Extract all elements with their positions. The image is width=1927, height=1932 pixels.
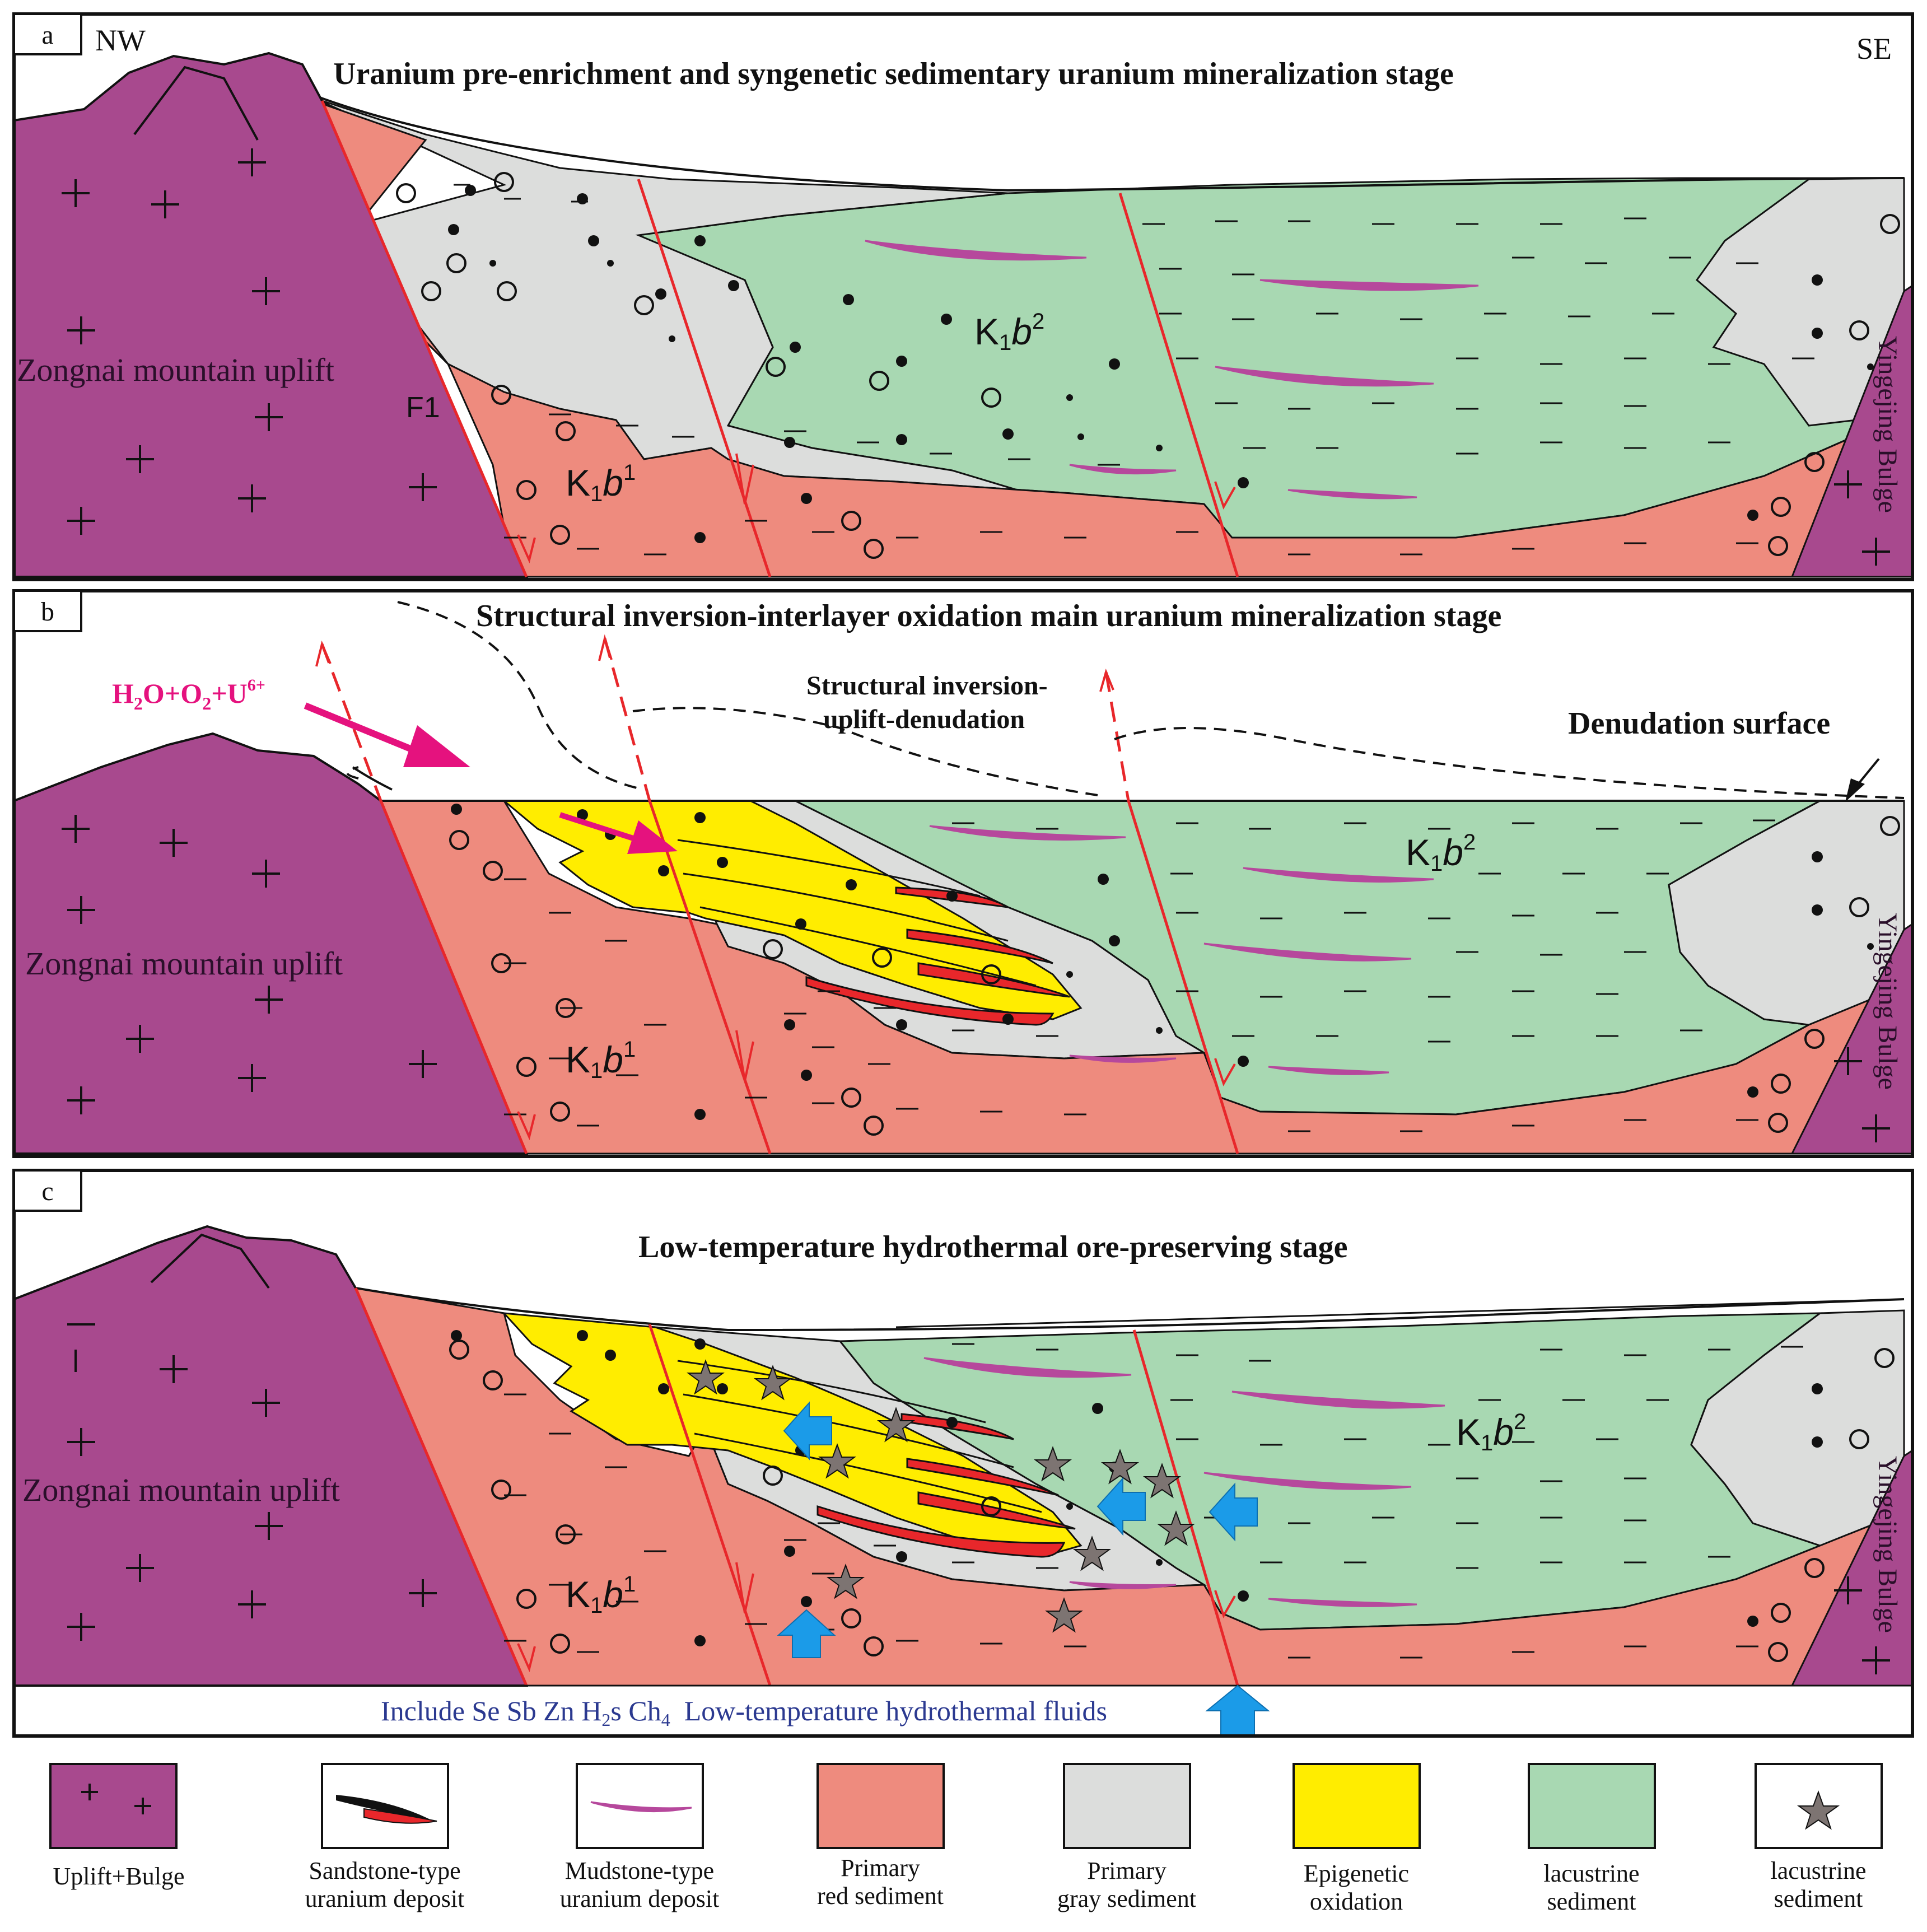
panel-b-fault-arrows <box>315 634 1236 1141</box>
panel-a-dash-texture <box>454 184 1814 556</box>
legend-item-uplift: Uplift+Bulge <box>49 1763 185 1890</box>
panel-a-title: Uranium pre-enrichment and syngenetic se… <box>333 57 1454 91</box>
panel-b-dash-texture <box>504 819 1775 1132</box>
svg-text:sediment: sediment <box>1774 1885 1863 1912</box>
panel-a-uplift-label: Zongnai mountain uplift <box>17 352 334 388</box>
panel-b-fluid-label: H2O+O2+U6+ <box>112 676 265 713</box>
panel-a-nw-label: NW <box>95 24 146 57</box>
panel-c-bulge-label: Yingejing Bulge <box>1873 1456 1902 1633</box>
panel-b-sand-dots <box>451 804 1874 1120</box>
panel-b-upper-unit: K1b2 <box>1406 830 1476 876</box>
panel-b-uplift-label: Zongnai mountain uplift <box>25 945 343 982</box>
panel-c-uplift-crosses <box>67 1323 1890 1674</box>
panel-c-upper-unit: K1b2 <box>1456 1410 1526 1455</box>
panel-b: b Structural inversion-interlayer oxidat… <box>12 589 1914 1158</box>
panel-b-gray-wedge-right <box>1668 800 1905 1026</box>
panel-c-letter: c <box>41 1177 53 1206</box>
svg-text:sediment: sediment <box>1547 1888 1636 1915</box>
legend-item-red-sediment: Primary red sediment <box>816 1763 945 1910</box>
panel-b-uplift-crosses <box>62 815 1890 1142</box>
svg-text:lacustrine: lacustrine <box>1543 1860 1639 1887</box>
panel-a-letter: a <box>41 20 53 50</box>
panel-c: Include Se Sb Zn H2s Ch4 Low-temperature… <box>12 1169 1914 1738</box>
panel-c-hydrothermal-label: Include Se Sb Zn H2s Ch4 Low-temperature… <box>381 1695 1107 1730</box>
panel-a-sand-dots <box>448 185 1874 543</box>
legend-item-mudstone-deposit: Mudstone-type uranium deposit <box>560 1763 720 1912</box>
panel-a-uplift-crosses <box>62 148 1890 566</box>
panel-c-oxidation-strata <box>677 1360 1042 1513</box>
panel-c-dash-texture <box>504 1343 1803 1659</box>
panel-b-inversion-label-2: uplift-denudation <box>823 704 1025 734</box>
svg-text:red sediment: red sediment <box>817 1882 944 1910</box>
panel-b-inversion-faults <box>320 638 1130 801</box>
legend-item-sandstone-deposit: Sandstone-type uranium deposit <box>305 1763 465 1912</box>
svg-text:oxidation: oxidation <box>1310 1888 1403 1915</box>
panel-a-lower-unit: K1b1 <box>566 460 636 506</box>
panel-b-fault-1 <box>379 800 528 1154</box>
svg-text:Epigenetic: Epigenetic <box>1304 1860 1409 1887</box>
panel-b-title: Structural inversion-interlayer oxidatio… <box>476 599 1501 633</box>
panel-b-lower-unit: K1b1 <box>566 1037 636 1083</box>
panel-a-zongnai-uplift <box>13 52 529 578</box>
panel-b-fault-3 <box>1127 800 1239 1154</box>
panel-c-fault-arrows <box>517 1562 1236 1673</box>
panel-a-upper-unit: K1b2 <box>974 309 1044 355</box>
panel-a: a NW SE Uranium pre-enrichment and synge… <box>12 12 1914 581</box>
panel-b-denudation-label: Denudation surface <box>1568 706 1830 741</box>
panel-a-fault-f1 <box>320 100 528 577</box>
legend-item-gray-sediment: Primary gray sediment <box>1057 1763 1196 1912</box>
panel-b-oxidation-strata <box>677 839 1037 987</box>
panel-a-fault-arrows <box>517 453 1236 564</box>
svg-text:Uplift+Bulge: Uplift+Bulge <box>53 1863 184 1890</box>
panel-c-fault-3 <box>1132 1329 1239 1686</box>
panel-c-uplift-label: Zongnai mountain uplift <box>22 1472 340 1508</box>
svg-text:Primary: Primary <box>841 1854 920 1882</box>
svg-text:Mudstone-type: Mudstone-type <box>565 1857 714 1884</box>
panel-c-sandstone-deposits <box>816 1413 1076 1558</box>
panel-c-hydrothermal-arrows <box>777 1401 1258 1658</box>
legend-item-star: lacustrine sediment <box>1755 1763 1883 1912</box>
svg-text:uranium deposit: uranium deposit <box>305 1885 465 1912</box>
panel-b-bulge-label: Yingejing Bulge <box>1873 913 1902 1090</box>
legend-item-lacustrine: lacustrine sediment <box>1528 1763 1656 1915</box>
panel-c-gravel-circles <box>449 1340 1895 1662</box>
panel-b-mudstone-lenses <box>929 825 1434 1075</box>
legend: Uplift+Bulge Sandstone-type uranium depo… <box>49 1763 1883 1915</box>
svg-text:lacustrine: lacustrine <box>1770 1857 1866 1884</box>
panel-a-bulge-label: Yingejing Bulge <box>1873 336 1902 513</box>
panel-a-gravel-circles <box>396 172 1900 559</box>
panel-b-letter: b <box>41 597 54 627</box>
panel-a-se-label: SE <box>1856 32 1892 66</box>
panel-a-fault-2 <box>637 179 772 577</box>
panel-c-title: Low-temperature hydrothermal ore-preserv… <box>638 1230 1347 1264</box>
svg-text:gray sediment: gray sediment <box>1057 1885 1196 1912</box>
panel-c-stars <box>686 1359 1196 1633</box>
panel-c-sand-dots <box>451 1330 1823 1646</box>
panel-b-oxidizing-fluid-arrows <box>304 702 678 854</box>
panel-c-fault-1 <box>354 1287 528 1686</box>
svg-text:Sandstone-type: Sandstone-type <box>309 1857 460 1884</box>
panel-b-inversion-label-1: Structural inversion- <box>806 671 1048 701</box>
panel-b-gravel-circles <box>449 816 1900 1136</box>
panel-b-fault-2 <box>648 800 772 1154</box>
panel-b-zongnai-uplift <box>13 732 528 1155</box>
panel-a-fault-label: F1 <box>406 391 440 424</box>
svg-text:Primary: Primary <box>1087 1857 1167 1884</box>
panel-c-gray-wedge-right <box>1690 1309 1905 1547</box>
legend-item-oxidation: Epigenetic oxidation <box>1293 1763 1421 1915</box>
panel-c-fault-2 <box>648 1324 772 1686</box>
panel-c-mudstone-lenses <box>923 1357 1445 1607</box>
panel-b-denudation-curves <box>346 601 1905 799</box>
panel-b-oxidation-zone <box>501 800 1083 1020</box>
panel-a-mudstone-lenses <box>865 240 1479 500</box>
panel-a-fault-3 <box>1118 193 1239 577</box>
svg-text:uranium deposit: uranium deposit <box>560 1885 720 1912</box>
panel-c-lower-unit: K1b1 <box>566 1572 636 1618</box>
